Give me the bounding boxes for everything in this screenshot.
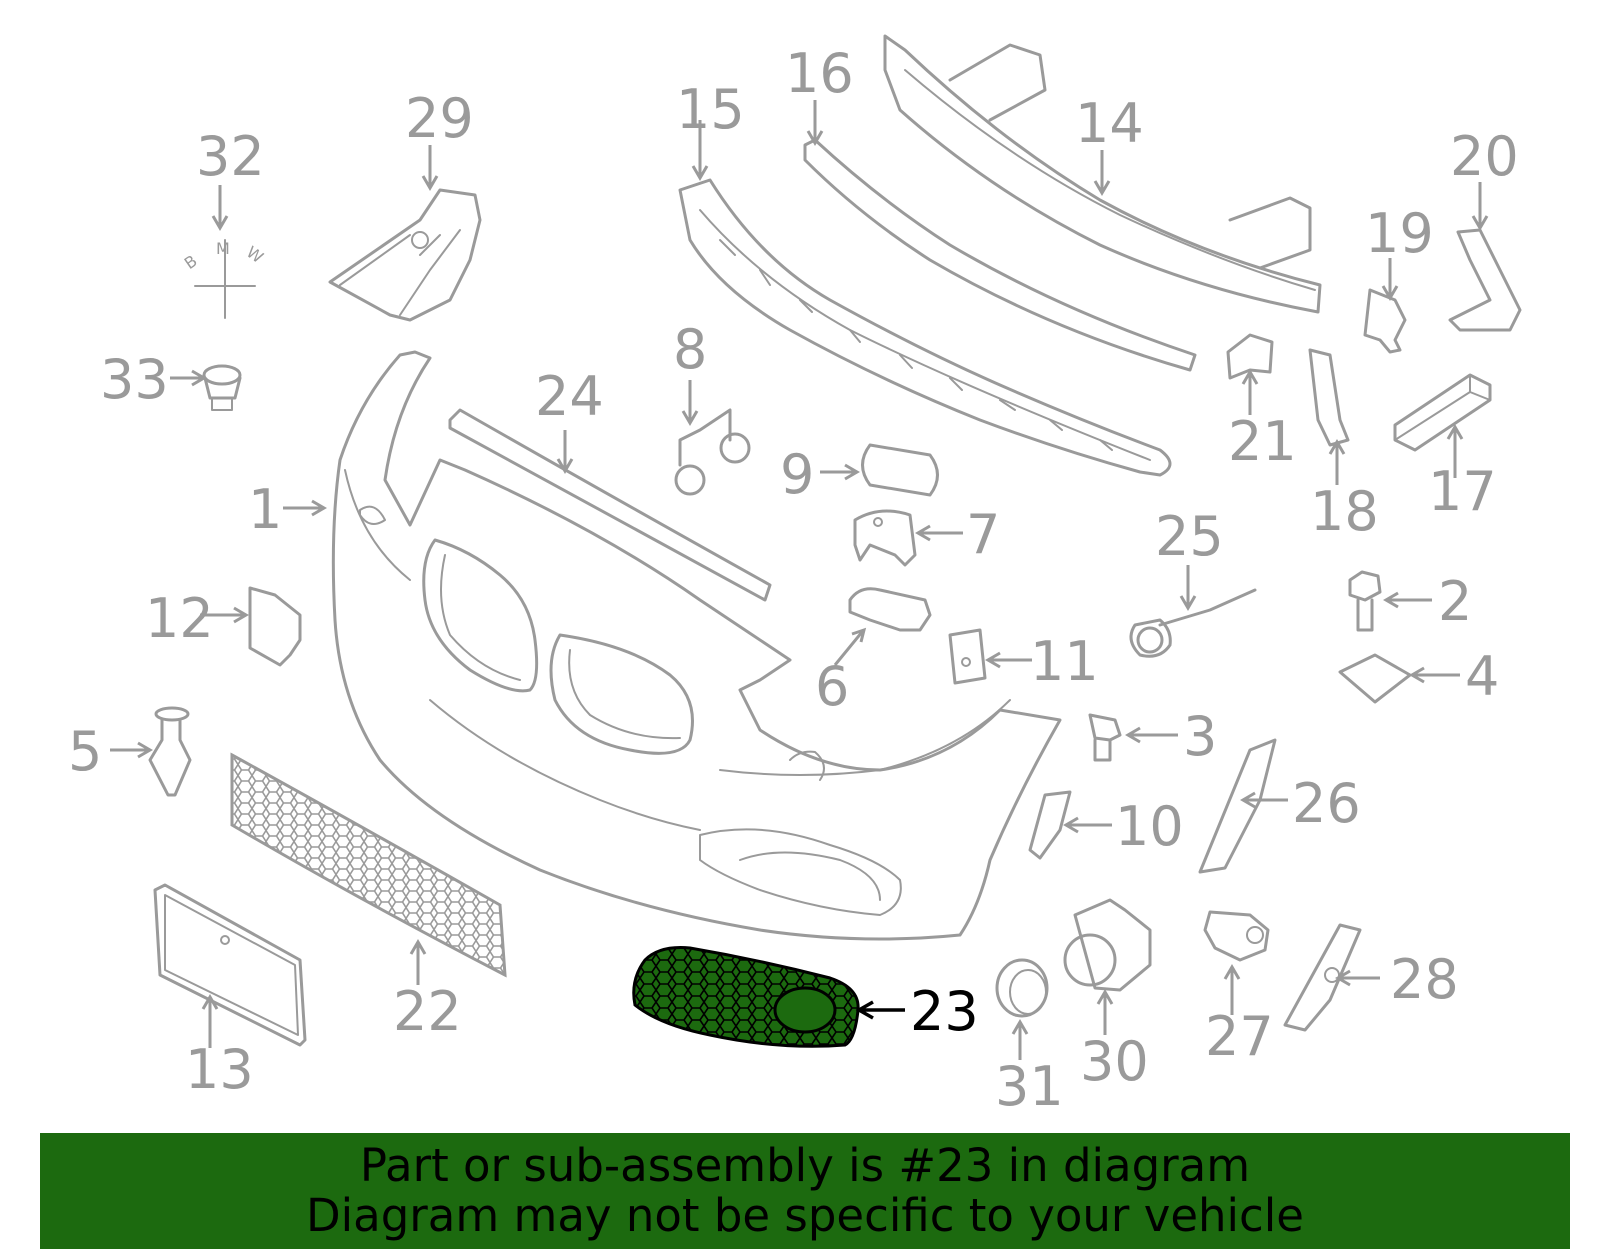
callout-19[interactable]: 19 [1365,202,1434,265]
part-1-bumper-cover [331,350,1062,941]
callout-20[interactable]: 20 [1450,125,1519,188]
callout-28[interactable]: 28 [1390,948,1459,1011]
callout-18[interactable]: 18 [1310,480,1379,543]
callout-5[interactable]: 5 [68,720,102,783]
part-24-trim-strip [448,408,772,602]
callout-29[interactable]: 29 [405,87,474,150]
part-26-side-trim [1198,738,1277,874]
part-33-clip [202,364,242,411]
part-12-bracket [248,586,302,667]
callout-15[interactable]: 15 [676,78,745,141]
part-15-energy-absorber [678,178,1172,477]
part-23-fog-light-grille [632,946,860,1048]
callout-22[interactable]: 22 [393,980,462,1043]
part-28-sensor-bracket [1283,923,1362,1032]
kidney-grilles [422,538,694,755]
part-29-air-duct [328,188,482,322]
info-banner: Part or sub-assembly is #23 in diagram D… [40,1133,1570,1249]
callout-32[interactable]: 32 [196,125,265,188]
part-10-bracket [1028,790,1072,860]
callout-1[interactable]: 1 [248,478,282,541]
part-13-license-plate-bracket [153,883,307,1047]
callout-12[interactable]: 12 [145,587,214,650]
callout-arrows [110,100,1489,1060]
callout-30[interactable]: 30 [1080,1030,1149,1093]
part-20-bracket [1448,228,1522,332]
callout-4[interactable]: 4 [1465,645,1499,708]
part-9-cover [861,443,939,497]
callout-23[interactable]: 23 [910,980,979,1043]
banner-line-1: Part or sub-assembly is #23 in diagram [359,1139,1251,1192]
callout-7[interactable]: 7 [966,503,1000,566]
part-17-block [1393,373,1492,452]
part-14-bumper-reinforcement [883,34,1322,314]
part-4-plate [1338,653,1412,704]
part-27-sensor-holder [1203,910,1270,962]
callout-14[interactable]: 14 [1075,92,1144,155]
part-16-upper-strip [803,138,1197,372]
part-31-sensor-ring [995,958,1049,1018]
svg-text:B: B [181,251,201,273]
callout-6[interactable]: 6 [815,655,849,718]
part-11-clip [948,628,987,685]
part-6-bracket [848,587,932,632]
part-32-bmw-emblem: B M W [181,239,267,319]
part-8-bracket [674,408,751,496]
callout-17[interactable]: 17 [1428,460,1497,523]
callout-27[interactable]: 27 [1205,1005,1274,1068]
svg-text:W: W [243,242,267,267]
callout-8[interactable]: 8 [673,318,707,381]
part-2-bolt [1348,570,1382,632]
part-22-lower-grille [230,752,507,978]
part-7-bracket [853,509,917,567]
callout-11[interactable]: 11 [1030,630,1099,693]
banner-line-2: Diagram may not be specific to your vehi… [306,1189,1304,1242]
callout-21[interactable]: 21 [1228,410,1297,473]
callout-16[interactable]: 16 [785,42,854,105]
callout-13[interactable]: 13 [185,1038,254,1101]
callout-25[interactable]: 25 [1155,505,1224,568]
part-19-bracket [1363,288,1407,354]
callout-numbers: 32 29 33 1 24 15 16 14 8 9 7 6 11 12 5 2… [68,42,1519,1118]
callout-3[interactable]: 3 [1183,705,1217,768]
callout-26[interactable]: 26 [1292,772,1361,835]
callout-9[interactable]: 9 [780,443,814,506]
part-25-sensor [1129,588,1257,658]
part-3-nut [1088,713,1122,762]
callout-2[interactable]: 2 [1438,570,1472,633]
part-5-push-clip [148,706,192,797]
callout-31[interactable]: 31 [995,1055,1064,1118]
callout-24[interactable]: 24 [535,365,604,428]
callout-10[interactable]: 10 [1115,795,1184,858]
part-21-bracket [1226,333,1274,380]
part-30-parking-sensor [1063,898,1152,992]
callout-33[interactable]: 33 [100,348,169,411]
part-18-support [1308,348,1350,447]
svg-text:M: M [216,239,230,258]
